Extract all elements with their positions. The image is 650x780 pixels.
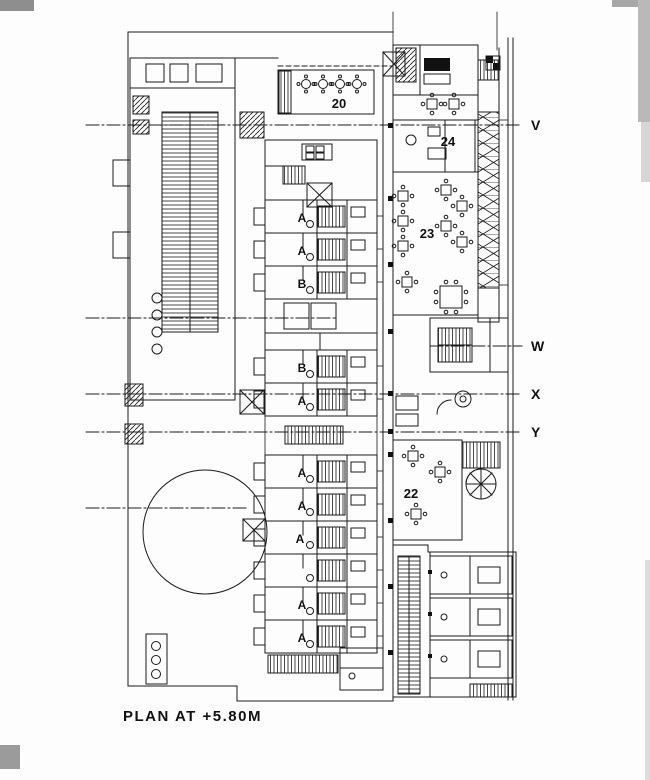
link-stair-hatch [239,111,265,139]
unit-label: A [298,244,307,258]
wing-unit [429,639,513,679]
restaurant-wing [382,44,509,323]
terrace [234,57,393,115]
wing-unit [429,597,513,637]
stair-x-box [239,389,265,415]
unit-label: A [296,532,305,546]
corridor-columns [388,123,393,655]
room-number-24: 24 [441,134,456,149]
mid-stair-hatch [284,425,344,445]
room-22 [392,439,501,541]
spiral-stair [465,468,497,500]
round-structure [142,469,268,595]
room-24-outline [392,119,476,173]
stair-x-box [242,518,266,542]
unit-label: A [298,598,307,612]
section-label-v: V [531,117,541,133]
bottom-stair-hatch [267,654,339,674]
unit-label: A [298,466,307,480]
site-boundary [127,11,514,702]
plan-title: PLAN AT +5.80M [123,708,262,725]
vestibule [395,390,472,427]
wing-unit [429,555,513,595]
unit-label: A [298,394,307,408]
section-label-w: W [531,338,545,354]
left-service-block [112,57,268,685]
apartment-units-top [239,139,378,456]
unit-label: B [298,277,307,291]
section-label-y: Y [531,424,541,440]
section-label-x: X [531,386,541,402]
unit-label: A [298,631,307,645]
furniture-solid [424,58,450,71]
apartment-units-bottom [242,454,384,691]
unit-label: B [298,361,307,375]
room-number-23: 23 [420,226,434,241]
room-number-20: 20 [332,96,346,111]
door-swing-arc [436,399,452,415]
labels: 20 24 23 22 A A B B A A A A A A V W X Y … [123,96,545,725]
unit-label: A [298,499,307,513]
elevator-box [310,302,337,330]
corridor [376,44,394,701]
equipment-box [145,633,168,685]
room-number-22: 22 [404,486,418,501]
w-stair-room [429,317,509,373]
bottom-right-wing [392,544,517,698]
elevator-box [283,302,310,330]
unit-label: A [298,211,307,225]
gallery-x-brace [477,111,500,289]
